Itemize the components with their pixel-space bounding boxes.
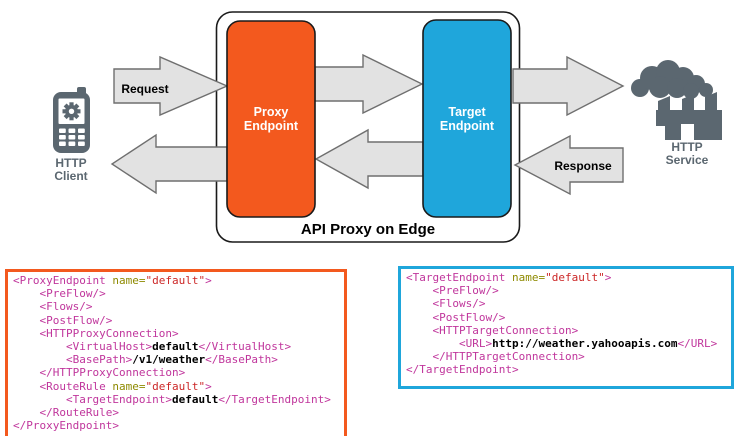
code-token: name= bbox=[112, 274, 146, 287]
code-line: <PreFlow/> bbox=[13, 287, 339, 300]
request-label: Request bbox=[121, 82, 169, 96]
code-line: <Flows/> bbox=[13, 300, 339, 313]
code-line: </HTTPProxyConnection> bbox=[13, 366, 339, 379]
code-token: </BasePath> bbox=[205, 353, 278, 367]
code-token: > bbox=[205, 274, 212, 287]
code-token: <VirtualHost> bbox=[13, 339, 153, 353]
code-token: /v1/weather bbox=[132, 353, 206, 367]
code-token: > bbox=[205, 379, 212, 393]
code-line: </ProxyEndpoint> bbox=[13, 419, 339, 432]
code-token: </HTTPProxyConnection> bbox=[13, 366, 186, 380]
code-token: </ProxyEndpoint> bbox=[13, 419, 119, 433]
factory-icon bbox=[656, 92, 722, 140]
code-token: <ProxyEndpoint bbox=[13, 274, 113, 287]
proxy-endpoint-label: Proxy Endpoint bbox=[243, 105, 299, 133]
diagram-canvas bbox=[53, 11, 722, 243]
response-label: Response bbox=[554, 159, 612, 173]
target-endpoint-label: Target Endpoint bbox=[439, 104, 495, 133]
code-token: <TargetEndpoint bbox=[406, 271, 512, 284]
code-token: <Flows/> bbox=[13, 300, 93, 314]
code-token: </VirtualHost> bbox=[198, 339, 292, 353]
code-line: <ProxyEndpoint name="default"> bbox=[13, 274, 339, 287]
code-line: </RouteRule> bbox=[13, 406, 339, 419]
code-token: name= bbox=[511, 271, 546, 284]
code-token: "default" bbox=[145, 274, 206, 287]
http-service-label: HTTP Service bbox=[665, 140, 709, 167]
code-token: <PostFlow/> bbox=[13, 313, 113, 327]
code-token: </URL> bbox=[677, 336, 718, 350]
code-token: <PreFlow/> bbox=[406, 284, 499, 298]
proxy-to-target-arrow bbox=[314, 53, 424, 115]
code-line: </TargetEndpoint> bbox=[406, 363, 726, 376]
code-line: </HTTPTargetConnection> bbox=[406, 350, 726, 363]
code-line: <TargetEndpoint name="default"> bbox=[406, 271, 726, 284]
code-token: http://weather.yahooapis.com bbox=[492, 336, 678, 350]
code-line: <PostFlow/> bbox=[13, 314, 339, 327]
code-token: <HTTPProxyConnection> bbox=[13, 326, 179, 340]
target-endpoint-code-block: <TargetEndpoint name="default"> <PreFlow… bbox=[398, 266, 734, 389]
code-line: <VirtualHost>default</VirtualHost> bbox=[13, 340, 339, 353]
code-line: <PostFlow/> bbox=[406, 311, 726, 324]
code-token: "default" bbox=[145, 379, 206, 393]
request-arrow bbox=[113, 55, 229, 117]
code-token: <TargetEndpoint> bbox=[13, 392, 172, 406]
code-token: </TargetEndpoint> bbox=[406, 363, 519, 377]
code-token: </HTTPTargetConnection> bbox=[406, 350, 585, 364]
code-line: <HTTPTargetConnection> bbox=[406, 324, 726, 337]
code-token: <PreFlow/> bbox=[13, 287, 106, 301]
target-endpoint-box bbox=[422, 19, 512, 218]
code-token: <URL> bbox=[406, 336, 493, 350]
code-token: name= bbox=[112, 379, 146, 393]
return-to-client-arrow bbox=[110, 133, 228, 195]
code-line: <BasePath>/v1/weather</BasePath> bbox=[13, 353, 339, 366]
cloud-icon bbox=[631, 60, 713, 99]
code-line: <Flows/> bbox=[406, 297, 726, 310]
http-client-label: HTTP Client bbox=[54, 156, 88, 183]
code-token: <PostFlow/> bbox=[406, 310, 506, 324]
code-token: <Flows/> bbox=[406, 297, 486, 311]
code-token: <BasePath> bbox=[13, 353, 133, 367]
code-line: <TargetEndpoint>default</TargetEndpoint> bbox=[13, 393, 339, 406]
target-to-service-arrow bbox=[512, 55, 625, 117]
code-token: <HTTPTargetConnection> bbox=[406, 323, 579, 337]
api-proxy-title: API Proxy on Edge bbox=[300, 221, 436, 238]
mobile-phone-icon bbox=[53, 87, 90, 153]
code-line: <URL>http://weather.yahooapis.com</URL> bbox=[406, 337, 726, 350]
proxy-endpoint-code-block: <ProxyEndpoint name="default"> <PreFlow/… bbox=[5, 269, 347, 436]
code-token: </TargetEndpoint> bbox=[218, 392, 331, 406]
code-line: <RouteRule name="default"> bbox=[13, 380, 339, 393]
code-token: <RouteRule bbox=[13, 379, 113, 393]
code-token: default bbox=[152, 339, 199, 353]
code-token: "default" bbox=[545, 271, 605, 284]
phone-keypad bbox=[59, 128, 85, 146]
code-token: > bbox=[604, 271, 612, 284]
code-line: <PreFlow/> bbox=[406, 284, 726, 297]
code-line: <HTTPProxyConnection> bbox=[13, 327, 339, 340]
response-arrow bbox=[513, 134, 624, 196]
code-token: </RouteRule> bbox=[13, 405, 119, 419]
target-to-proxy-arrow bbox=[314, 128, 424, 190]
proxy-endpoint-box bbox=[226, 20, 316, 218]
gear-icon bbox=[62, 102, 81, 121]
code-token: default bbox=[171, 392, 219, 406]
